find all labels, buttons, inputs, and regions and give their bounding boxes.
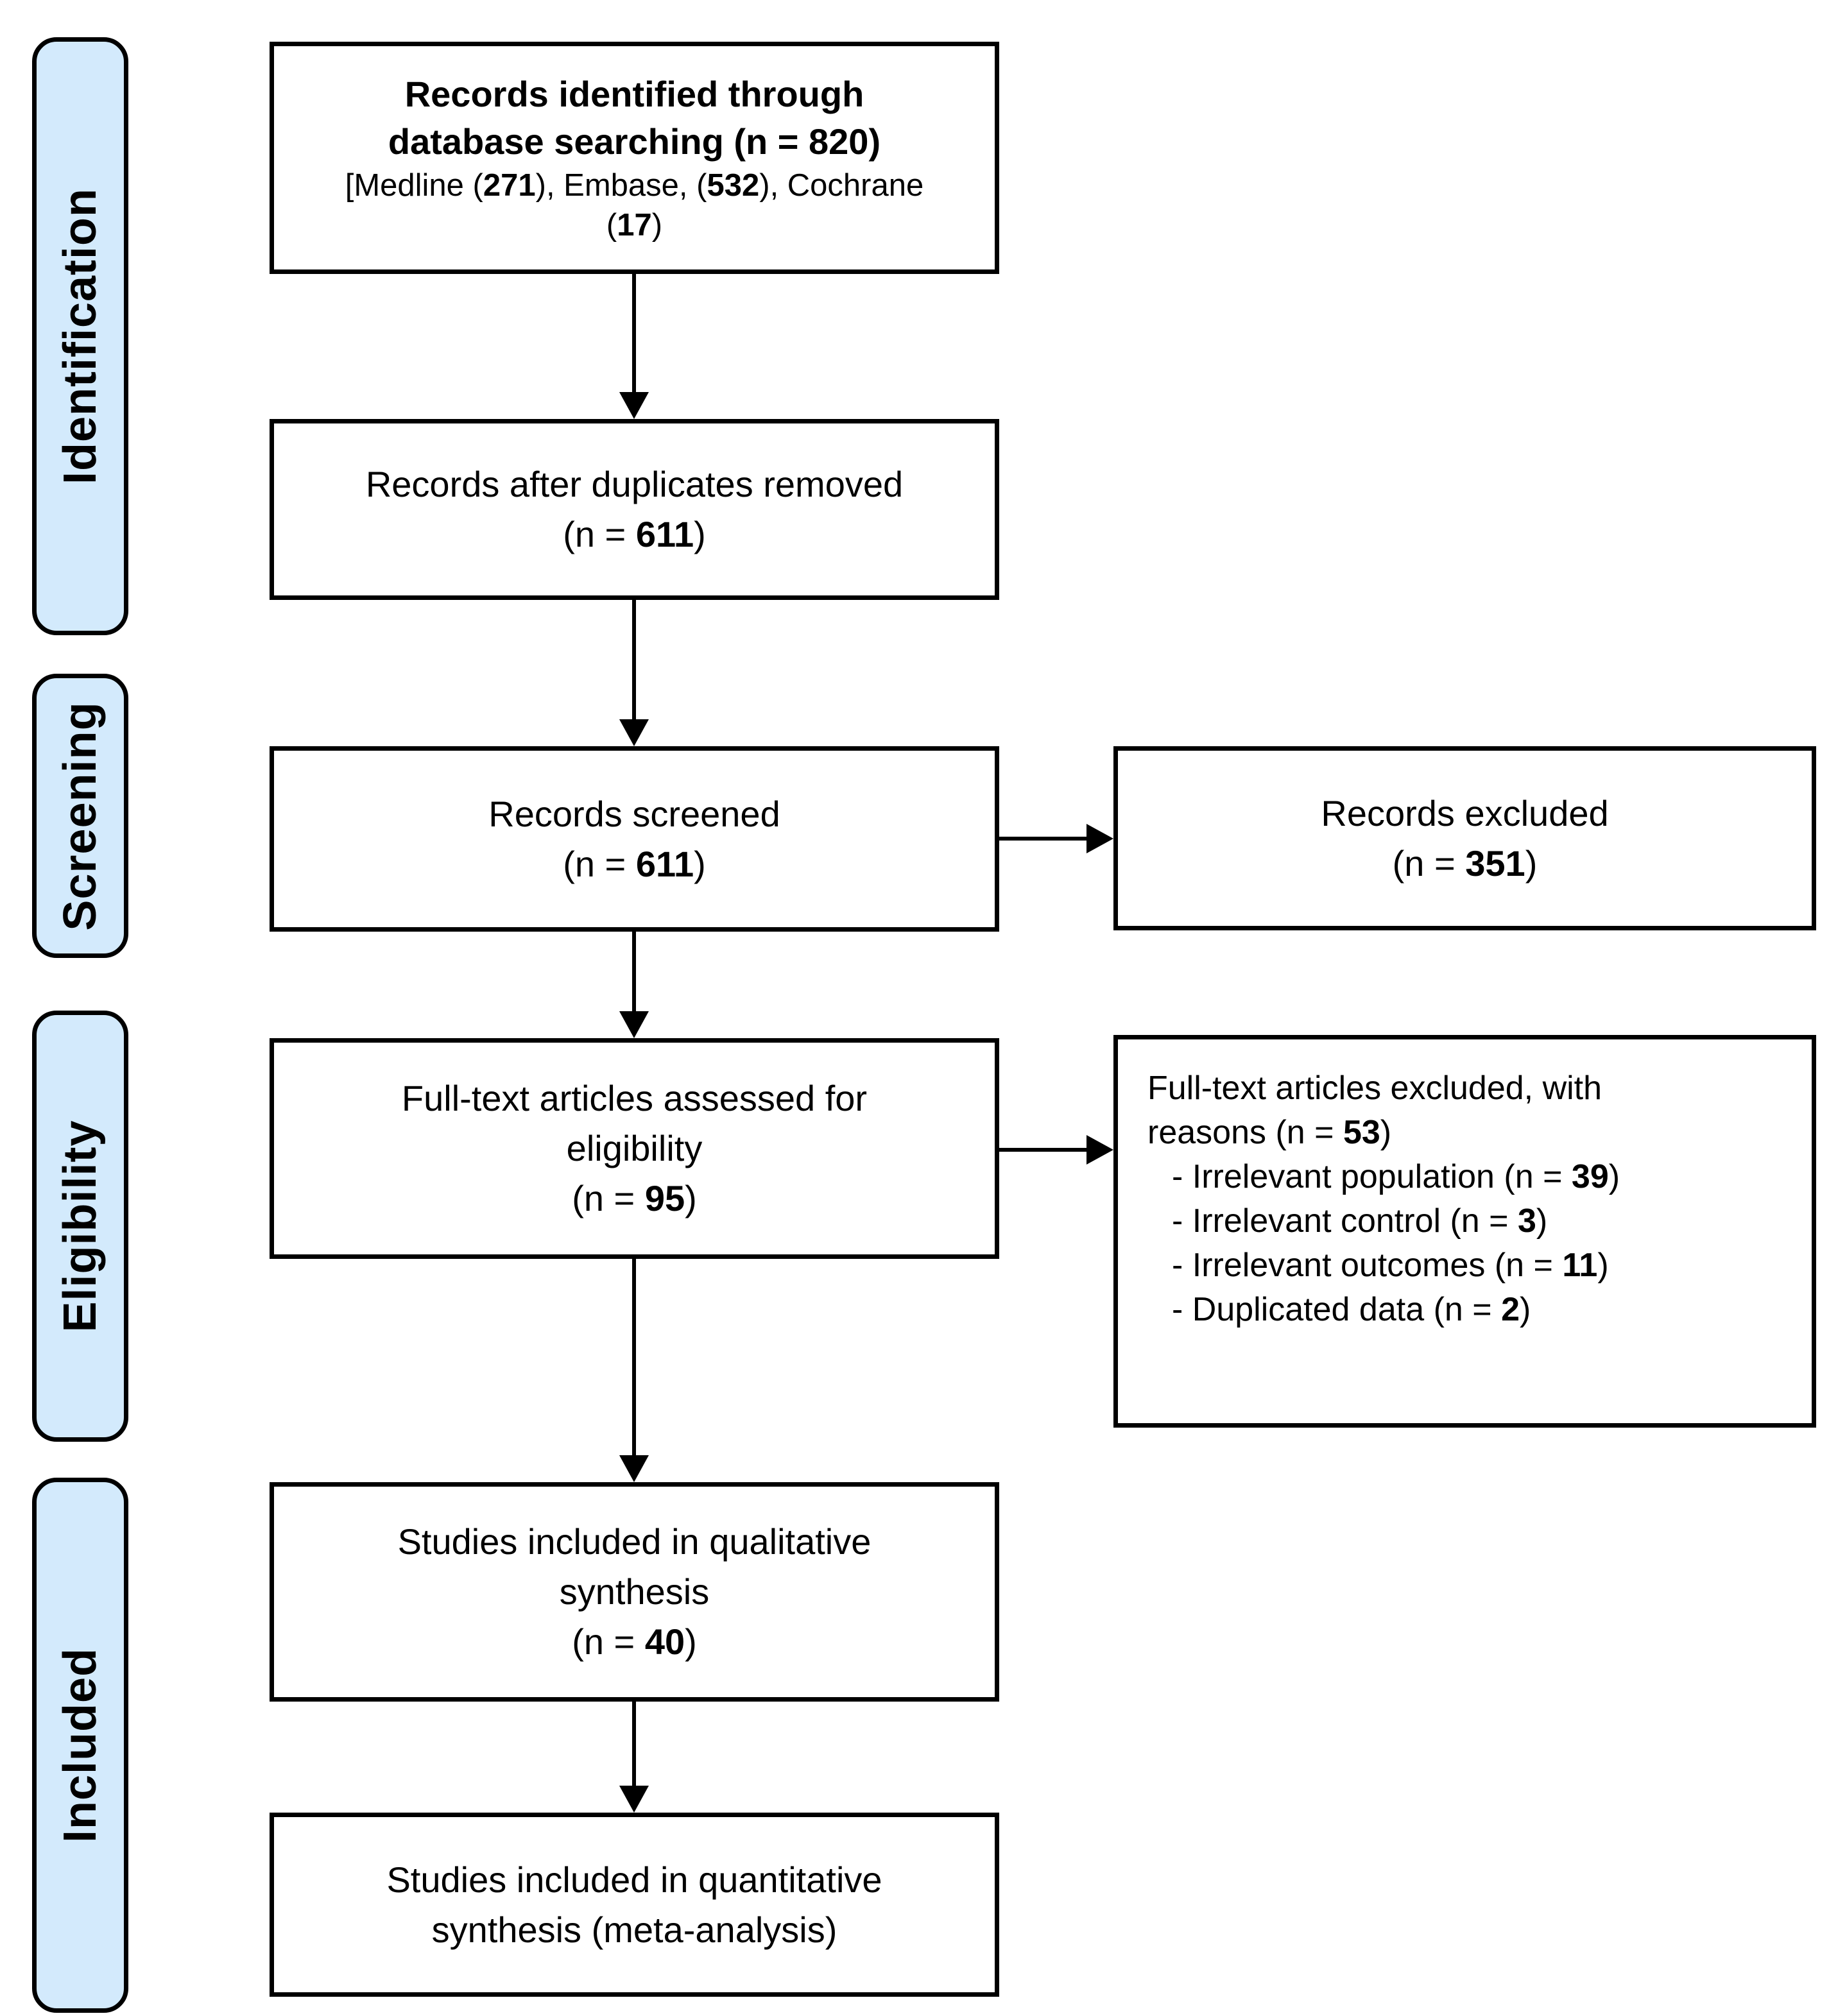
- arrow-screened-to-fulltext-head: [619, 1011, 649, 1038]
- stage-label-identification: Identification: [55, 188, 106, 484]
- records-screened-line1: Records screened: [488, 793, 780, 834]
- records-identified-sources-line1: [Medline (271), Embase, (532), Cochrane: [345, 168, 924, 203]
- exclusion-reason-duplicated: - Duplicated data (n = 2): [1172, 1291, 1531, 1328]
- qualitative-line2: synthesis: [559, 1571, 710, 1612]
- arrow-screened-to-excluded-head: [1086, 824, 1113, 853]
- box-records-identified: Records identified through database sear…: [270, 42, 999, 274]
- duplicates-removed-count: (n = 611): [563, 514, 706, 554]
- records-identified-title-line2: database searching (n = 820): [388, 121, 881, 162]
- arrow-duplicates-to-screened-line: [632, 600, 636, 722]
- stage-label-included: Included: [55, 1647, 106, 1843]
- arrow-screened-to-excluded-line: [999, 837, 1089, 841]
- box-records-excluded: Records excluded (n = 351): [1113, 746, 1816, 930]
- fulltext-excluded-heading-line1: Full-text articles excluded, with: [1147, 1070, 1602, 1107]
- stage-label-screening: Screening: [55, 701, 106, 931]
- arrow-fulltext-to-qualitative-line: [632, 1259, 636, 1458]
- fulltext-assessed-line1: Full-text articles assessed for: [401, 1078, 868, 1118]
- arrow-fulltext-to-reasons-line: [999, 1148, 1089, 1152]
- box-records-screened: Records screened (n = 611): [270, 746, 999, 932]
- arrow-qualitative-to-quantitative-line: [632, 1702, 636, 1788]
- qualitative-line1: Studies included in qualitative: [397, 1521, 872, 1562]
- fulltext-assessed-line2: eligibility: [566, 1128, 703, 1168]
- fulltext-excluded-heading-line2: reasons (n = 53): [1147, 1114, 1392, 1151]
- quantitative-line1: Studies included in quantitative: [386, 1859, 882, 1900]
- records-identified-sources-line2: (17): [606, 208, 663, 243]
- arrow-identified-to-duplicates-head: [619, 392, 649, 419]
- fulltext-excluded-content: Full-text articles excluded, with reason…: [1118, 1039, 1812, 1332]
- fulltext-assessed-count: (n = 95): [572, 1178, 697, 1218]
- stage-box-included: Included: [32, 1478, 128, 2013]
- box-fulltext-excluded: Full-text articles excluded, with reason…: [1113, 1035, 1816, 1428]
- records-excluded-count: (n = 351): [1392, 842, 1538, 884]
- box-qualitative-synthesis: Studies included in qualitative synthesi…: [270, 1482, 999, 1702]
- stage-label-eligibility: Eligibility: [55, 1120, 106, 1333]
- records-screened-count: (n = 611): [563, 843, 706, 884]
- stage-box-screening: Screening: [32, 674, 128, 958]
- box-duplicates-removed: Records after duplicates removed (n = 61…: [270, 419, 999, 600]
- stage-box-identification: Identification: [32, 37, 128, 635]
- records-excluded-line1: Records excluded: [1321, 792, 1609, 833]
- arrow-qualitative-to-quantitative-head: [619, 1786, 649, 1813]
- box-quantitative-synthesis: Studies included in quantitative synthes…: [270, 1813, 999, 1997]
- box-fulltext-assessed: Full-text articles assessed for eligibil…: [270, 1038, 999, 1259]
- stage-box-eligibility: Eligibility: [32, 1011, 128, 1442]
- arrow-duplicates-to-screened-head: [619, 719, 649, 746]
- exclusion-reason-control: - Irrelevant control (n = 3): [1172, 1202, 1548, 1240]
- arrow-screened-to-fulltext-line: [632, 932, 636, 1014]
- exclusion-reason-population: - Irrelevant population (n = 39): [1172, 1158, 1620, 1195]
- quantitative-line2: synthesis (meta-analysis): [431, 1909, 837, 1950]
- arrow-fulltext-to-reasons-head: [1086, 1135, 1113, 1165]
- arrow-identified-to-duplicates-line: [632, 274, 636, 395]
- duplicates-removed-line1: Records after duplicates removed: [365, 464, 904, 504]
- exclusion-reason-outcomes: - Irrelevant outcomes (n = 11): [1172, 1247, 1609, 1284]
- arrow-fulltext-to-qualitative-head: [619, 1455, 649, 1482]
- qualitative-count: (n = 40): [572, 1621, 697, 1662]
- records-identified-title-line1: Records identified through: [404, 74, 864, 114]
